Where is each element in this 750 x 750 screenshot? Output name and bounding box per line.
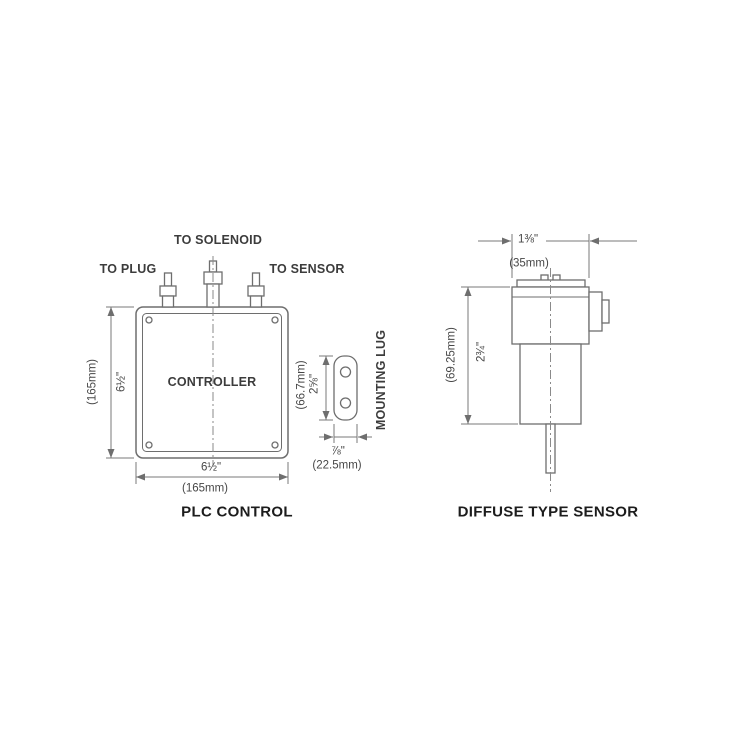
sensor-width-dimension xyxy=(478,234,637,278)
lug-width-dimension xyxy=(319,424,372,443)
sensor-drawing xyxy=(461,234,637,492)
corner-screw xyxy=(271,316,279,324)
plc-drawing xyxy=(106,256,372,484)
plc-height-mm: (165mm) xyxy=(86,358,99,406)
corner-screw xyxy=(145,316,153,324)
controller-label: CONTROLLER xyxy=(167,374,257,389)
lug-height-in: 2⅝" xyxy=(308,373,321,395)
lug-width-in: ⅞" xyxy=(331,445,345,458)
sensor-height-in: 2¾" xyxy=(475,341,488,363)
plc-title: PLC CONTROL xyxy=(181,503,293,521)
lug-width-mm: (22.5mm) xyxy=(312,459,362,472)
corner-screw xyxy=(271,441,279,449)
mounting-lug-body xyxy=(333,355,358,421)
plc-width-dimension xyxy=(135,462,289,484)
sensor-side-connector xyxy=(588,291,603,332)
sensor-width-in: 1⅜" xyxy=(517,233,539,246)
solenoid-connector xyxy=(203,260,223,308)
corner-screw xyxy=(145,441,153,449)
to-plug-label: TO PLUG xyxy=(99,261,157,276)
sensor-title: DIFFUSE TYPE SENSOR xyxy=(457,503,639,521)
lug-height-mm: (66.7mm) xyxy=(295,360,308,410)
lug-height-dimension xyxy=(319,355,333,421)
sensor-probe-stem xyxy=(545,423,556,474)
to-sensor-label: TO SENSOR xyxy=(269,261,345,276)
mounting-lug xyxy=(333,355,358,421)
sensor-connector xyxy=(247,272,265,308)
sensor-connector-pin xyxy=(251,272,261,287)
lug-hole-top xyxy=(339,366,352,378)
plc-height-dimension xyxy=(106,306,134,459)
lug-hole-bottom xyxy=(339,397,352,409)
sensor-connector-base xyxy=(249,295,263,308)
sensor-height-mm: (69.25mm) xyxy=(445,327,458,383)
plug-connector-nut xyxy=(159,285,177,297)
plc-width-in: 6½" xyxy=(200,461,222,474)
plug-connector-pin xyxy=(163,272,173,287)
sensor-width-mm: (35mm) xyxy=(509,257,549,270)
plug-connector-base xyxy=(161,295,175,308)
plc-height-in: 6½" xyxy=(115,371,128,393)
to-solenoid-label: TO SOLENOID xyxy=(173,232,263,247)
plug-connector xyxy=(159,272,177,308)
sensor-side-connector-tip xyxy=(601,299,610,324)
sensor-height-dimension xyxy=(461,286,518,425)
mounting-lug-label: MOUNTING LUG xyxy=(373,329,388,431)
plc-width-mm: (165mm) xyxy=(181,482,229,495)
sensor-connector-nut xyxy=(247,285,265,297)
plc-body-inner xyxy=(142,313,282,452)
